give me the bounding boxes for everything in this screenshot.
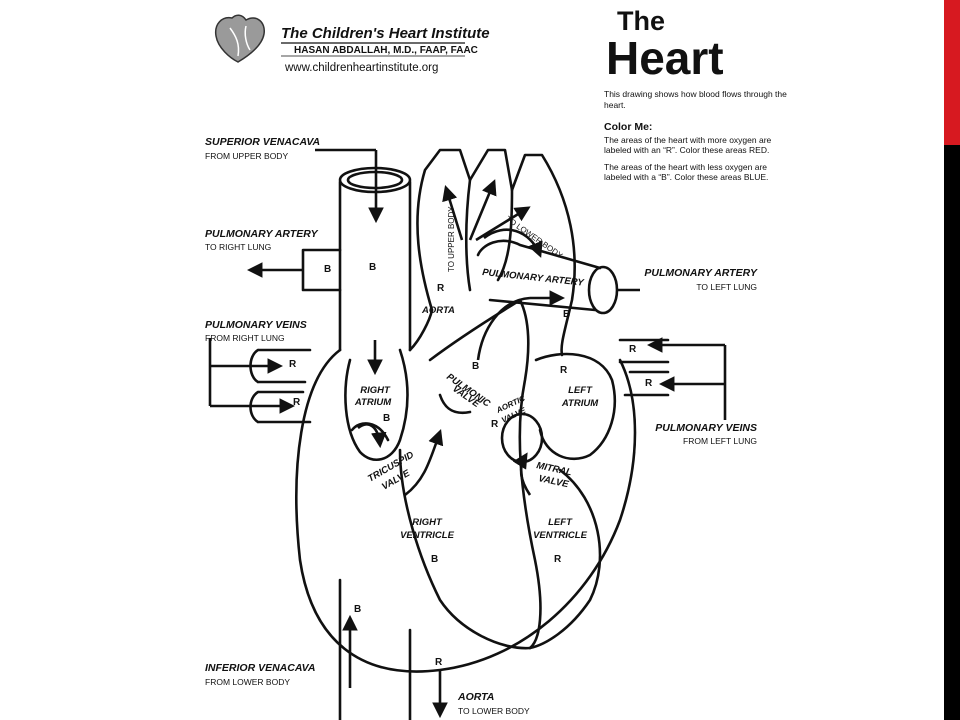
label-to-lower-body: TO LOWER BODY bbox=[458, 706, 530, 716]
label-from-lower-body: FROM LOWER BODY bbox=[205, 677, 290, 687]
flow-arrows bbox=[208, 148, 727, 719]
superior-vena-cava bbox=[338, 180, 412, 352]
marker-blue: B bbox=[472, 361, 479, 372]
marker-red: R bbox=[554, 554, 562, 565]
pulmonary-artery-trunk bbox=[476, 239, 602, 312]
label-pulmonary-veins-right: PULMONARY VEINS bbox=[205, 319, 307, 331]
label-aorta-inner: AORTA bbox=[421, 305, 455, 316]
pulmonic-valve-flap bbox=[438, 393, 472, 415]
label-to-left-lung: TO LEFT LUNG bbox=[696, 282, 757, 292]
arrow-mitral-flow bbox=[512, 452, 532, 496]
marker-red: R bbox=[435, 657, 443, 668]
label-from-right-lung: FROM RIGHT LUNG bbox=[205, 333, 285, 343]
heart-logo-icon bbox=[214, 14, 265, 63]
slide-accent-bar bbox=[944, 0, 960, 145]
left-atrium-wall bbox=[534, 352, 617, 461]
label-to-right-lung: TO RIGHT LUNG bbox=[205, 242, 271, 252]
marker-blue: B bbox=[383, 413, 390, 424]
intro-text: This drawing shows how blood flows throu… bbox=[604, 89, 787, 110]
label-right-ventricle-1: RIGHT bbox=[412, 517, 443, 528]
label-pulmonary-artery-left: PULMONARY ARTERY bbox=[644, 267, 758, 279]
label-from-upper-body: FROM UPPER BODY bbox=[205, 151, 288, 161]
heart-outer-wall bbox=[295, 308, 637, 673]
arrow-to-upper-body-1 bbox=[442, 185, 464, 241]
intro-panel: This drawing shows how blood flows throu… bbox=[604, 89, 794, 189]
title-heart: Heart bbox=[606, 32, 724, 84]
institute-logo: The Children's Heart Institute HASAN ABD… bbox=[214, 14, 490, 74]
website-link[interactable]: www.childrenheartinstitute.org bbox=[284, 62, 438, 74]
outer-labels: SUPERIOR VENACAVA FROM UPPER BODY PULMON… bbox=[205, 136, 758, 716]
label-left-atrium-1: LEFT bbox=[568, 385, 593, 396]
marker-blue: B bbox=[431, 554, 438, 565]
marker-red: R bbox=[289, 359, 297, 370]
arrow-to-upper-body-2 bbox=[468, 179, 497, 241]
label-aorta-bottom: AORTA bbox=[457, 691, 494, 703]
label-to-lower-body-inner: TO LOWER BODY bbox=[504, 214, 565, 260]
label-left-atrium-2: ATRIUM bbox=[561, 398, 599, 409]
arrow-into-pulmonary-artery bbox=[476, 296, 531, 361]
pulmonary-artery-left-opening bbox=[587, 265, 619, 315]
marker-blue: B bbox=[354, 604, 361, 615]
label-pulmonary-veins-left: PULMONARY VEINS bbox=[655, 422, 757, 434]
color-me-heading: Color Me: bbox=[604, 121, 653, 133]
marker-red: R bbox=[293, 397, 301, 408]
arrow-aorta-to-lower-body bbox=[483, 228, 543, 258]
inferior-vena-cava bbox=[338, 578, 412, 720]
label-right-atrium-2: ATRIUM bbox=[354, 397, 392, 408]
arrow-to-upper-body-3 bbox=[475, 206, 531, 242]
marker-red: R bbox=[645, 378, 653, 389]
right-atrium-wall bbox=[344, 348, 409, 462]
label-superior-venacava: SUPERIOR VENACAVA bbox=[205, 136, 320, 148]
arrow-tricuspid-flow bbox=[357, 423, 387, 449]
institute-name: The Children's Heart Institute bbox=[281, 25, 490, 42]
label-from-left-lung: FROM LEFT LUNG bbox=[683, 436, 757, 446]
label-right-atrium-1: RIGHT bbox=[360, 385, 391, 396]
label-left-ventricle-2: VENTRICLE bbox=[533, 530, 588, 541]
label-pulmonary-artery-inner: PULMONARY ARTERY bbox=[482, 267, 586, 289]
arrow-right-ventricle-up bbox=[404, 429, 444, 497]
slide-side-bar bbox=[944, 0, 960, 720]
label-pulmonary-artery-right: PULMONARY ARTERY bbox=[205, 228, 319, 240]
label-inferior-venacava: INFERIOR VENACAVA bbox=[205, 662, 315, 674]
pulmonary-artery-right-branch bbox=[301, 248, 342, 292]
label-to-upper-body: TO UPPER BODY bbox=[447, 206, 456, 272]
oxygen-markers: B B R B R R R R B R B R B R B R bbox=[289, 262, 653, 668]
title-the: The bbox=[617, 6, 665, 36]
marker-red: R bbox=[560, 365, 568, 376]
pulmonary-vein-left-lower bbox=[623, 370, 670, 397]
label-left-ventricle-1: LEFT bbox=[548, 517, 573, 528]
marker-blue: B bbox=[563, 309, 570, 320]
marker-blue: B bbox=[324, 264, 331, 275]
marker-red: R bbox=[491, 419, 499, 430]
ventricular-septum bbox=[428, 298, 542, 650]
marker-red: R bbox=[437, 283, 445, 294]
red-instruction: The areas of the heart with more oxygen … bbox=[604, 134, 772, 156]
marker-blue: B bbox=[369, 262, 376, 273]
pulmonary-vein-left-upper bbox=[618, 338, 670, 364]
doctor-name: HASAN ABDALLAH, M.D., FAAP, FAAC bbox=[294, 45, 478, 56]
blue-instruction: The areas of the heart with less oxygen … bbox=[604, 161, 769, 183]
aortic-arch bbox=[416, 148, 576, 357]
marker-red: R bbox=[629, 344, 637, 355]
label-right-ventricle-2: VENTRICLE bbox=[400, 530, 455, 541]
left-ventricle-wall bbox=[528, 468, 602, 650]
